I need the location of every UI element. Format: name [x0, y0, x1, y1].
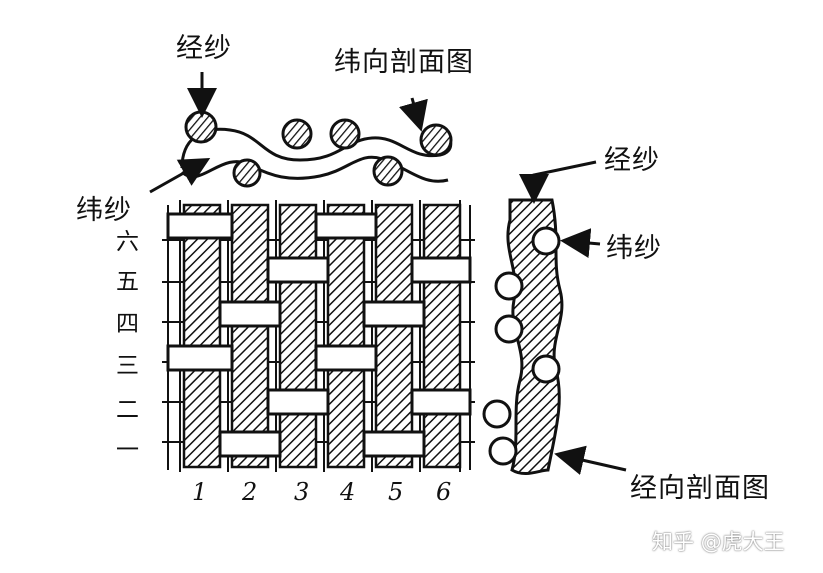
warp-columns — [182, 203, 462, 469]
weft-float — [314, 344, 378, 372]
label-warp-right: 经纱 — [604, 145, 660, 176]
warp-yarn-circle — [329, 118, 361, 150]
arrow-weft-left — [149, 158, 211, 194]
warp-cross-section — [482, 160, 627, 476]
warp-column-1 — [182, 203, 222, 469]
warp-yarn-band — [506, 198, 564, 476]
weft-yarn-circle — [494, 314, 524, 344]
column-label-3: 3 — [294, 478, 310, 506]
arrow-warp-right — [519, 160, 597, 204]
warp-column-6 — [422, 203, 462, 469]
warp-yarn-circle — [232, 158, 262, 188]
weft-yarn-path-lower — [180, 155, 449, 183]
warp-column-2 — [230, 203, 270, 469]
weft-floats — [166, 212, 472, 458]
weft-float — [362, 300, 426, 328]
weft-yarn-path — [180, 127, 453, 169]
column-label-1: 1 — [192, 478, 208, 506]
warp-column-3 — [278, 203, 318, 469]
label-warp-top: 经纱 — [176, 33, 232, 64]
row-label-1: 一 — [116, 437, 139, 463]
warp-yarn-circle — [184, 110, 218, 144]
weft-yarn-circle — [531, 226, 561, 256]
weft-float — [166, 344, 234, 372]
weft-float — [314, 212, 378, 240]
warp-column-4 — [326, 203, 366, 469]
weft-yarn-circle — [482, 399, 512, 429]
warp-column-5 — [374, 203, 414, 469]
arrow-weft-section — [398, 97, 428, 132]
weft-float — [166, 212, 234, 240]
weft-float — [410, 388, 472, 416]
weft-float — [266, 256, 330, 284]
arrow-weft-right — [560, 228, 601, 259]
weft-yarn-circle — [531, 354, 561, 384]
row-label-3: 三 — [116, 353, 139, 379]
label-weft-section-title: 纬向剖面图 — [334, 47, 474, 78]
arrow-warp-section — [554, 445, 627, 475]
weft-cross-section — [149, 72, 453, 194]
weft-yarn-circle — [494, 271, 524, 301]
column-label-2: 2 — [242, 478, 258, 506]
credit-watermark: 知乎 @虎大王 — [652, 530, 785, 554]
warp-yarn-circle — [372, 155, 404, 187]
row-label-2: 二 — [116, 397, 139, 423]
weft-yarn-circle — [488, 436, 518, 466]
warp-yarn-circle — [281, 118, 313, 150]
weft-float — [410, 256, 472, 284]
row-label-6: 六 — [116, 229, 139, 255]
warp-yarn-dots-top — [184, 110, 453, 188]
row-label-4: 四 — [116, 311, 139, 337]
label-warp-section-title: 经向剖面图 — [630, 473, 770, 504]
column-label-5: 5 — [388, 478, 404, 506]
weft-float — [266, 388, 330, 416]
column-label-6: 6 — [436, 478, 452, 506]
weft-float — [218, 430, 282, 458]
warp-yarn-circle — [419, 123, 453, 157]
row-label-5: 五 — [116, 269, 139, 295]
weft-float — [362, 430, 426, 458]
weave-grid — [162, 200, 475, 472]
label-weft-right: 纬纱 — [606, 233, 662, 264]
label-weft-left: 纬纱 — [76, 195, 132, 226]
weft-float — [218, 300, 282, 328]
weft-yarn-dots-side — [482, 226, 561, 466]
column-label-4: 4 — [340, 478, 356, 506]
